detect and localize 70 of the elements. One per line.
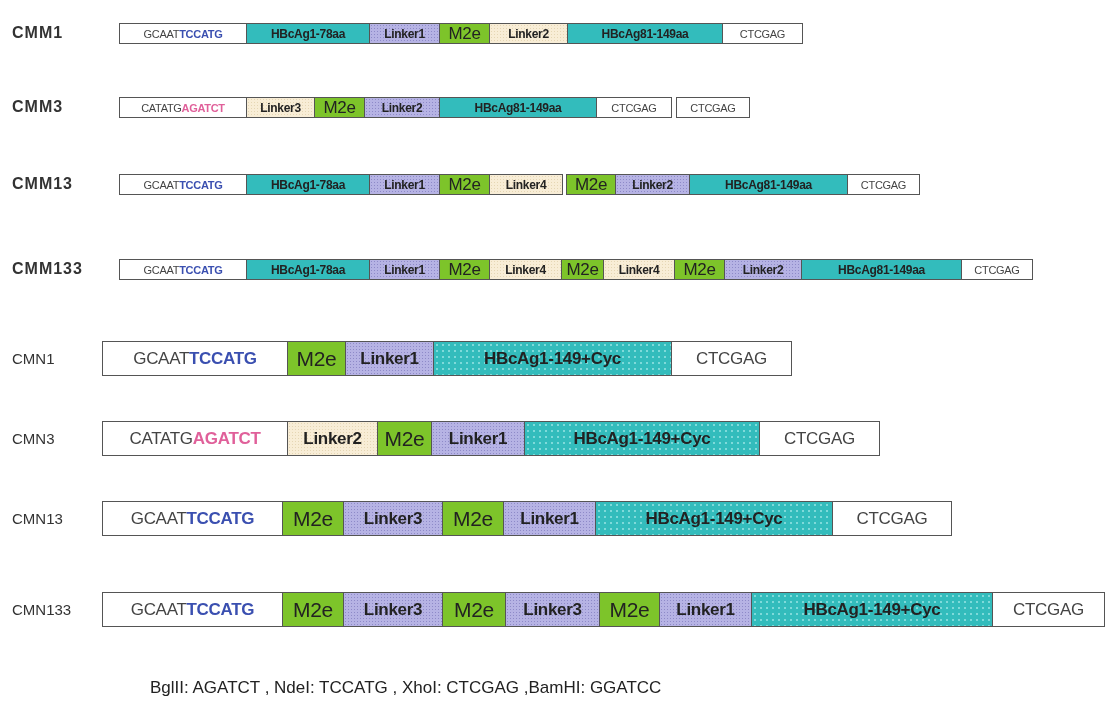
construct-name: CMM3 xyxy=(12,98,64,117)
protein-segment: HBcAg81-149aa xyxy=(567,23,723,44)
construct-name: CMN133 xyxy=(12,600,72,618)
linker-segment: Linker2 xyxy=(287,421,378,456)
restriction-site-segment: CTCGAG xyxy=(961,259,1033,280)
construct-name: CMM1 xyxy=(12,24,64,43)
epitope-segment: M2e xyxy=(566,174,616,195)
linker-segment: Linker2 xyxy=(364,97,440,118)
linker-segment: Linker4 xyxy=(489,259,562,280)
construct-name: CMN13 xyxy=(12,509,63,527)
restriction-site-segment: CTCGAG xyxy=(759,421,880,456)
epitope-segment: M2e xyxy=(439,259,490,280)
epitope-segment: M2e xyxy=(282,501,344,536)
protein-segment: HBcAg1-149+Cyc xyxy=(433,341,672,376)
epitope-segment: M2e xyxy=(439,174,490,195)
protein-segment: HBcAg1-149+Cyc xyxy=(595,501,833,536)
restriction-site-segment: CTCGAG xyxy=(832,501,952,536)
linker-segment: Linker3 xyxy=(343,501,443,536)
restriction-site-segment: CATATGAGATCT xyxy=(119,97,247,118)
restriction-site-segment: CTCGAG xyxy=(992,592,1105,627)
restriction-site-segment: GCAATTCCATG xyxy=(119,23,247,44)
linker-segment: Linker1 xyxy=(431,421,525,456)
protein-segment: HBcAg1-78aa xyxy=(246,259,370,280)
restriction-site-segment: CTCGAG xyxy=(847,174,920,195)
linker-segment: Linker3 xyxy=(246,97,315,118)
protein-segment: HBcAg81-149aa xyxy=(439,97,597,118)
linker-segment: Linker2 xyxy=(489,23,568,44)
epitope-segment: M2e xyxy=(377,421,432,456)
linker-segment: Linker3 xyxy=(505,592,600,627)
epitope-segment: M2e xyxy=(314,97,365,118)
protein-segment: HBcAg1-78aa xyxy=(246,23,370,44)
enzyme-site-note: BglII: AGATCT , NdeI: TCCATG , XhoI: CTCGAG ,BamHI: GGATCC xyxy=(150,678,662,698)
linker-segment: Linker1 xyxy=(369,174,440,195)
linker-segment: Linker1 xyxy=(369,23,440,44)
restriction-site-segment: CTCGAG xyxy=(671,341,792,376)
epitope-segment: M2e xyxy=(599,592,660,627)
restriction-site-segment: CTCGAG xyxy=(722,23,803,44)
protein-segment: HBcAg81-149aa xyxy=(689,174,848,195)
epitope-segment: M2e xyxy=(674,259,725,280)
protein-segment: HBcAg1-149+Cyc xyxy=(524,421,760,456)
restriction-site-segment: CTCGAG xyxy=(676,97,750,118)
linker-segment: Linker1 xyxy=(369,259,440,280)
epitope-segment: M2e xyxy=(561,259,604,280)
protein-segment: HBcAg81-149aa xyxy=(801,259,962,280)
linker-segment: Linker4 xyxy=(489,174,563,195)
construct-name: CMN1 xyxy=(12,349,55,367)
restriction-site-segment: GCAATTCCATG xyxy=(102,501,283,536)
restriction-site-segment: GCAATTCCATG xyxy=(119,259,247,280)
restriction-site-segment: CTCGAG xyxy=(596,97,672,118)
construct-name: CMM133 xyxy=(12,260,83,279)
linker-segment: Linker1 xyxy=(345,341,434,376)
linker-segment: Linker1 xyxy=(503,501,596,536)
construct-name: CMN3 xyxy=(12,429,55,447)
restriction-site-segment: GCAATTCCATG xyxy=(102,341,288,376)
restriction-site-segment: CATATGAGATCT xyxy=(102,421,288,456)
restriction-site-segment: GCAATTCCATG xyxy=(102,592,283,627)
linker-segment: Linker2 xyxy=(615,174,690,195)
linker-segment: Linker1 xyxy=(659,592,752,627)
protein-segment: HBcAg1-149+Cyc xyxy=(751,592,993,627)
linker-segment: Linker4 xyxy=(603,259,675,280)
epitope-segment: M2e xyxy=(439,23,490,44)
protein-segment: HBcAg1-78aa xyxy=(246,174,370,195)
epitope-segment: M2e xyxy=(442,501,504,536)
restriction-site-segment: GCAATTCCATG xyxy=(119,174,247,195)
linker-segment: Linker3 xyxy=(343,592,443,627)
epitope-segment: M2e xyxy=(282,592,344,627)
epitope-segment: M2e xyxy=(287,341,346,376)
linker-segment: Linker2 xyxy=(724,259,802,280)
construct-name: CMM13 xyxy=(12,175,73,194)
epitope-segment: M2e xyxy=(442,592,506,627)
